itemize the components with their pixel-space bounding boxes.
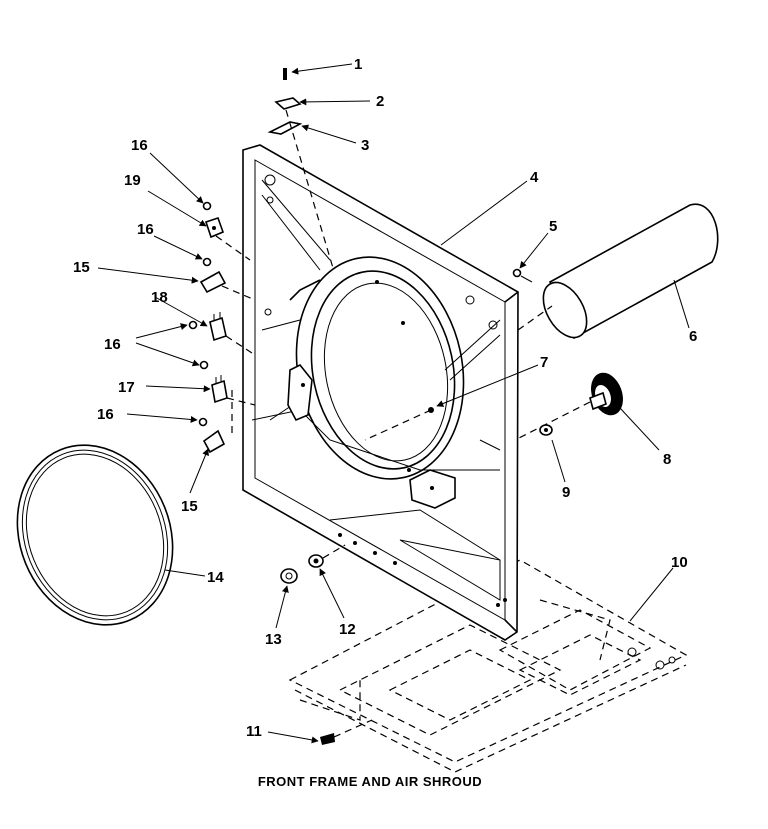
callout-16-d: 16 — [97, 406, 114, 423]
air-shroud — [512, 203, 719, 340]
callout-5: 5 — [549, 218, 557, 235]
left-hardware — [188, 201, 256, 454]
callout-11: 11 — [246, 723, 262, 740]
callout-1: 1 — [354, 56, 362, 73]
callout-17: 17 — [118, 379, 135, 396]
front-frame — [242, 144, 519, 641]
callout-7: 7 — [540, 354, 548, 371]
door-opening — [287, 256, 465, 509]
leader-lines — [97, 63, 690, 744]
callout-16-c: 16 — [104, 336, 121, 353]
callout-16-a: 16 — [131, 137, 148, 154]
top-hardware — [267, 68, 334, 269]
idler-pulley — [364, 372, 623, 441]
diagram-caption: FRONT FRAME AND AIR SHROUD — [257, 774, 483, 789]
callout-6: 6 — [689, 328, 697, 345]
callout-2: 2 — [376, 93, 384, 110]
callout-15-top: 15 — [73, 259, 90, 276]
callout-numbers: 1 2 3 4 5 6 7 8 9 10 11 12 13 14 15 15 1… — [73, 56, 697, 740]
callout-18: 18 — [151, 289, 168, 306]
callout-4: 4 — [530, 169, 539, 186]
callout-19: 19 — [124, 172, 141, 189]
door-seal — [16, 444, 174, 626]
callout-3: 3 — [361, 137, 369, 154]
callout-8: 8 — [663, 451, 671, 468]
callout-12: 12 — [339, 621, 356, 638]
callout-15-bottom: 15 — [181, 498, 198, 515]
bottom-hardware — [280, 544, 373, 745]
callout-9: 9 — [562, 484, 570, 501]
callout-14: 14 — [207, 569, 224, 586]
callout-10: 10 — [671, 554, 688, 571]
callout-13: 13 — [265, 631, 282, 648]
callout-16-b: 16 — [137, 221, 154, 238]
